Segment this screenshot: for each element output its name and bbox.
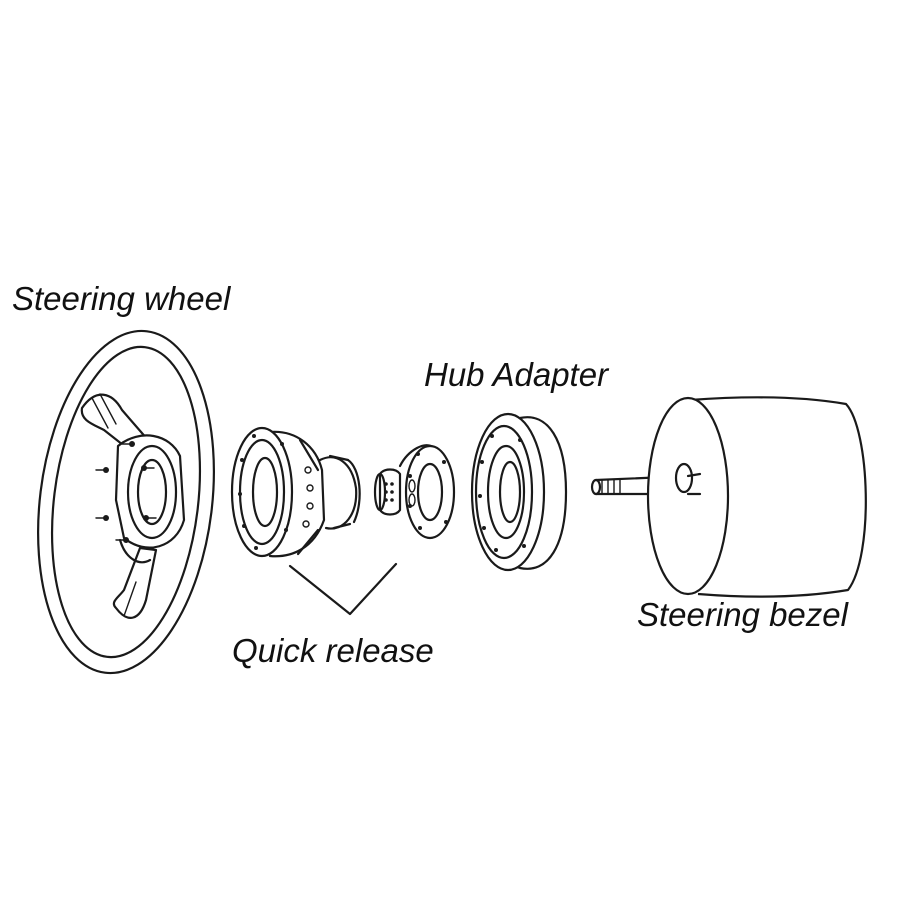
hub-adapter	[470, 412, 568, 572]
label-quick-release: Quick release	[232, 632, 434, 669]
steering-bezel	[646, 396, 867, 598]
label-steering-wheel: Steering wheel	[12, 280, 231, 317]
label-hub-adapter: Hub Adapter	[424, 356, 609, 393]
steering-wheel	[37, 329, 215, 675]
label-steering-bezel: Steering bezel	[637, 596, 848, 633]
quick-release-female	[230, 426, 361, 558]
quick-release-male	[373, 444, 456, 540]
wheel-bolts	[95, 441, 157, 543]
quick-release-leader	[288, 562, 398, 616]
